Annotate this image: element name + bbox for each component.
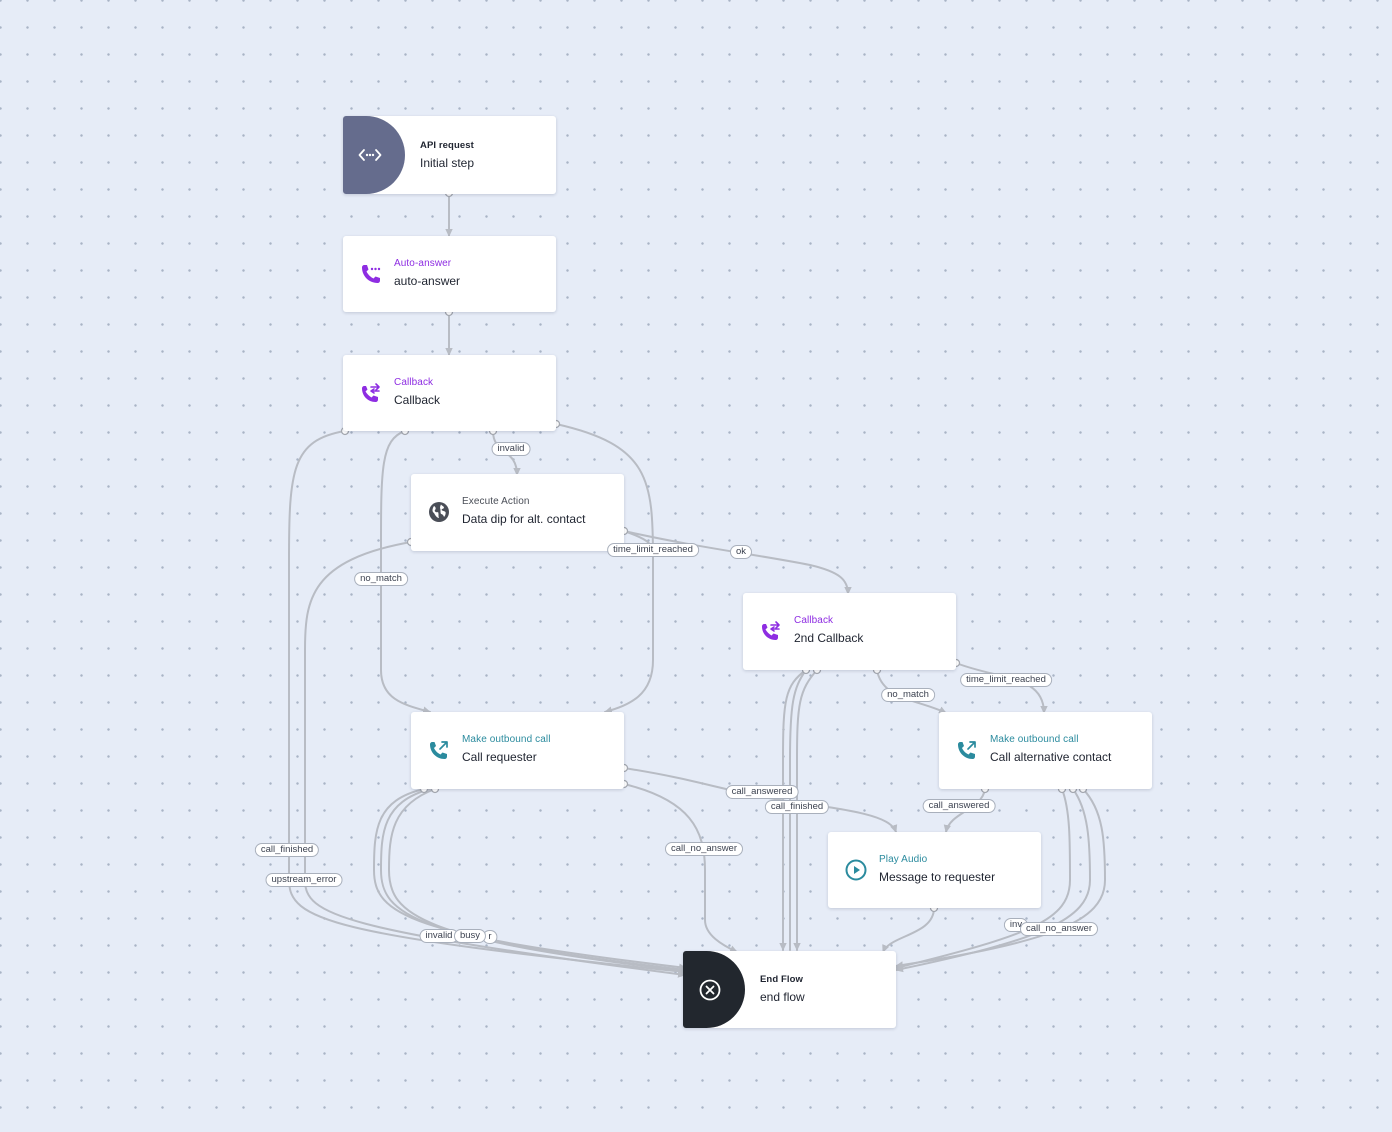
edge-label-time-limit-reached[interactable]: time_limit_reached	[607, 543, 699, 557]
node-type-label: Auto-answer	[394, 258, 452, 269]
node-api-request-badge	[343, 116, 405, 194]
close-circle-icon	[698, 978, 722, 1002]
edge-callback-answered-route	[555, 423, 654, 714]
node-type-label: API request	[420, 140, 474, 151]
node-type-label: Execute Action	[462, 496, 530, 507]
edge-req-call-no-answer	[623, 783, 738, 953]
edge-label-no-match[interactable]: no_match	[354, 572, 408, 586]
node-callback[interactable]: Callback Callback	[343, 355, 556, 431]
edge-exec-ok	[623, 530, 852, 595]
node-play-audio[interactable]: Play Audio Message to requester	[828, 832, 1041, 908]
code-brackets-icon	[358, 147, 382, 163]
edge-label-upstream-error[interactable]: upstream_error	[265, 873, 343, 887]
node-execute-action[interactable]: Execute Action Data dip for alt. contact	[411, 474, 624, 551]
edge-label-call-answered[interactable]: call_answered	[725, 785, 799, 799]
edge-label-no-match[interactable]: no_match	[881, 688, 935, 702]
edge-label-call-no-answer[interactable]: call_no_answer	[1019, 922, 1099, 936]
edge-label-r-fragment[interactable]: r	[482, 930, 498, 944]
edge-req-call-answered	[623, 767, 898, 833]
edge-label-busy[interactable]: busy	[453, 929, 487, 943]
edge-label-time-limit-reached[interactable]: time_limit_reached	[960, 673, 1052, 687]
edge-label-call-no-answer[interactable]: call_no_answer	[664, 842, 744, 856]
edge-label-invalid[interactable]: invalid	[419, 929, 459, 943]
edge-label-call-finished[interactable]: call_finished	[254, 843, 320, 857]
node-name-label: Call requester	[462, 750, 537, 764]
edge-req-busy	[387, 788, 687, 974]
node-api-request[interactable]: API request Initial step	[343, 116, 556, 194]
node-call-alternative-contact[interactable]: Make outbound call Call alternative cont…	[939, 712, 1152, 789]
play-circle-icon	[842, 854, 870, 886]
edge-cb2-time-limit	[955, 662, 1048, 714]
node-end-flow-badge	[683, 951, 745, 1028]
node-type-label: End Flow	[760, 974, 804, 985]
node-type-label: Callback	[794, 615, 834, 626]
node-type-label: Play Audio	[879, 854, 928, 865]
node-auto-answer[interactable]: Auto-answer auto-answer	[343, 236, 556, 312]
edge-label-invalid[interactable]: invalid	[491, 442, 531, 456]
globe-icon	[425, 496, 453, 528]
phone-callback-icon	[357, 377, 385, 409]
node-type-label: Make outbound call	[462, 734, 551, 745]
phone-incoming-icon	[357, 258, 385, 290]
node-name-label: end flow	[760, 990, 805, 1004]
node-type-label: Make outbound call	[990, 734, 1079, 745]
phone-outgoing-icon	[953, 734, 981, 766]
node-call-requester[interactable]: Make outbound call Call requester	[411, 712, 624, 789]
edge-label-ok[interactable]: ok	[729, 545, 753, 559]
node-name-label: Call alternative contact	[990, 750, 1112, 764]
phone-callback-icon	[757, 615, 785, 647]
edge-label-call-finished[interactable]: call_finished	[764, 800, 830, 814]
phone-outgoing-icon	[425, 734, 453, 766]
node-name-label: Initial step	[420, 156, 475, 170]
node-name-label: Callback	[394, 393, 441, 407]
node-name-label: Data dip for alt. contact	[462, 512, 586, 526]
node-type-label: Callback	[394, 377, 434, 388]
node-name-label: 2nd Callback	[794, 631, 864, 645]
edge-play-to-end	[882, 907, 935, 953]
node-name-label: auto-answer	[394, 274, 461, 288]
node-2nd-callback[interactable]: Callback 2nd Callback	[743, 593, 956, 670]
edge-label-call-answered[interactable]: call_answered	[922, 799, 996, 813]
node-end-flow[interactable]: End Flow end flow	[683, 951, 896, 1028]
node-name-label: Message to requester	[879, 870, 996, 884]
